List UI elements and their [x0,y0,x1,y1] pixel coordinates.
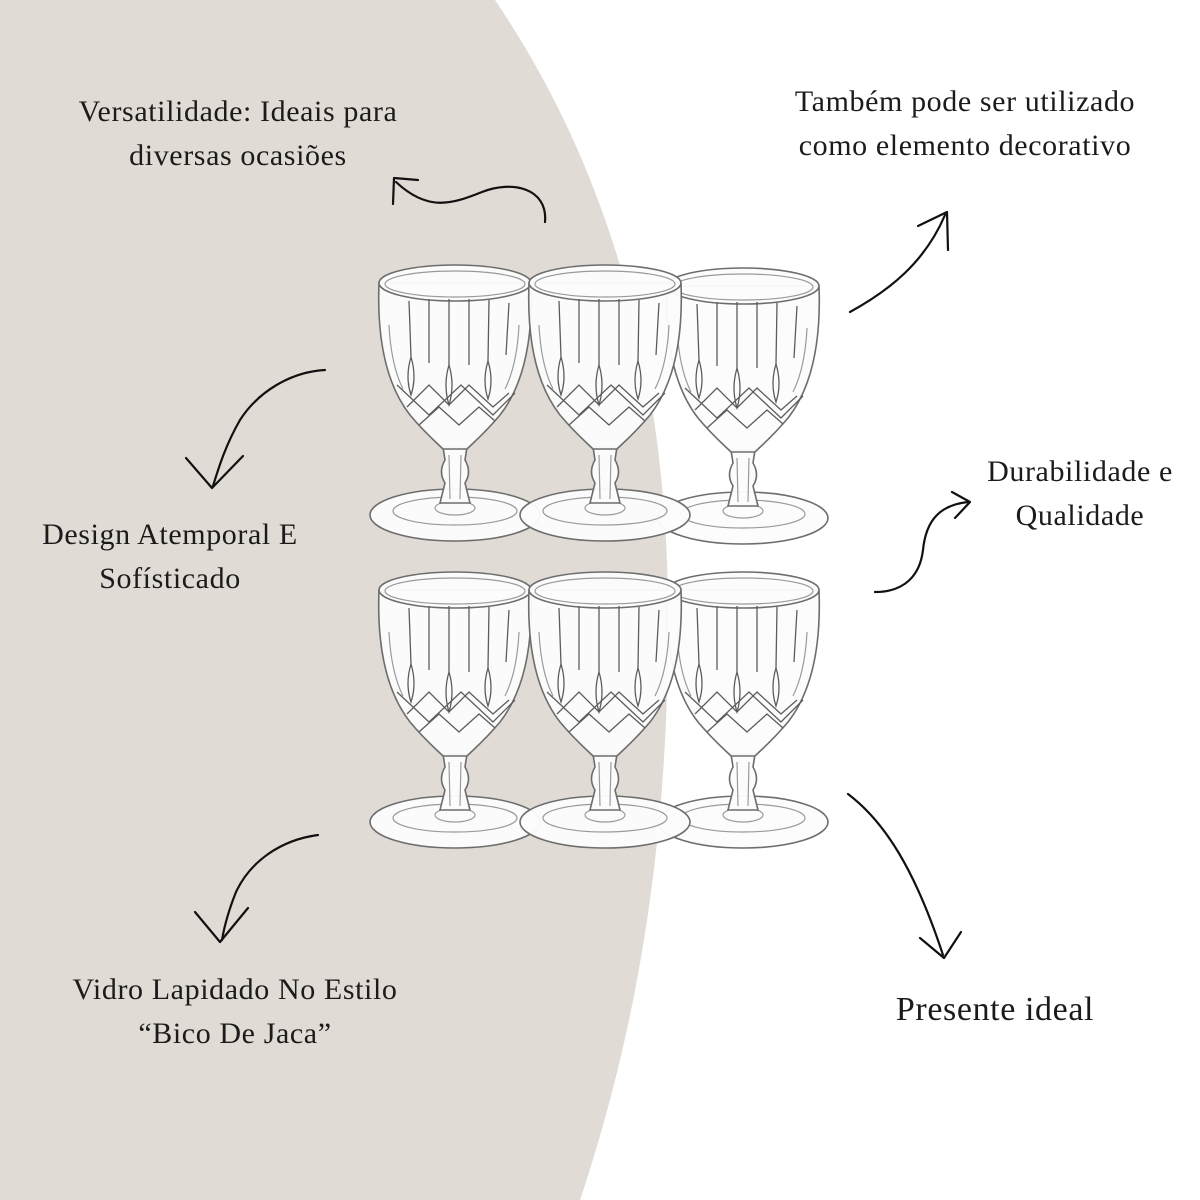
caption-decorative-use: Também pode ser utilizado como elemento … [760,80,1170,168]
caption-line: Qualidade [1015,499,1145,532]
caption-cut-glass-style: Vidro Lapidado No Estilo “Bico De Jaca” [30,968,440,1056]
arrow-cut-glass [193,833,320,944]
arrowhead-icon [391,176,420,206]
caption-line: Design Atemporal E [42,518,298,551]
glass-goblet-icon [657,571,829,849]
curved-arrow-icon [394,180,547,224]
caption-line: Presente ideal [895,991,1095,1028]
glass-goblet-icon [657,267,829,545]
curved-arrow-icon [873,500,970,594]
arrowhead-icon [184,454,245,490]
arrow-gift [846,792,963,960]
curved-arrow-icon [848,213,947,314]
caption-line: Vidro Lapidado No Estilo [72,973,398,1006]
arrowhead-icon [193,906,250,944]
caption-line: como elemento decorativo [798,129,1132,162]
caption-line: Versatilidade: Ideais para [78,95,398,128]
curved-arrow-icon [211,368,327,488]
caption-line: Sofísticado [99,562,241,595]
caption-design: Design Atemporal E Sofísticado [10,513,330,601]
arrow-versatility [391,176,547,224]
curved-arrow-icon [220,833,320,942]
caption-line: Durabilidade e [987,455,1173,488]
curved-arrow-icon [846,792,945,957]
arrowhead-icon [918,930,963,960]
caption-line: diversas ocasiões [129,139,347,172]
caption-versatility: Versatilidade: Ideais para diversas ocas… [30,90,446,178]
caption-line: Também pode ser utilizado [794,85,1136,118]
arrowhead-icon [950,490,972,520]
arrow-design [184,368,327,490]
caption-line: “Bico De Jaca” [138,1017,332,1050]
caption-durability: Durabilidade e Qualidade [970,450,1190,538]
arrowhead-icon [916,210,950,252]
arrow-decor [848,210,950,314]
caption-gift: Presente ideal [845,988,1145,1032]
arrow-durability [873,490,972,594]
